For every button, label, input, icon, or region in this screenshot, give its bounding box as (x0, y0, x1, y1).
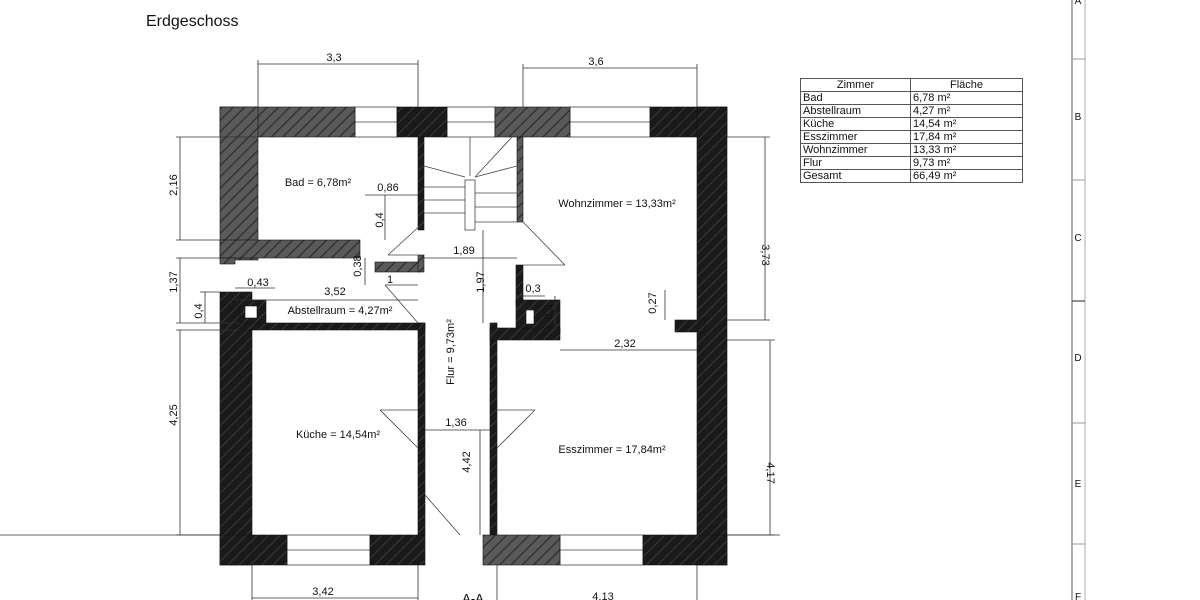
dim-label: 4,42 (461, 451, 473, 472)
room-name-cell: Esszimmer (800, 130, 911, 144)
room-name-cell: Flur (800, 156, 911, 170)
dimension-labels: 3,3 3,6 2,16 1,37 0,4 4,25 3,73 4,17 0,8… (168, 52, 776, 600)
room-name-cell: Bad (800, 91, 911, 105)
column-header: Fläche (910, 78, 1023, 92)
area-cell: 9,73 m² (910, 156, 1023, 170)
dim-label: 4,13 (592, 591, 613, 600)
dim-label: 3,3 (326, 52, 341, 64)
dim-label: 0,43 (247, 277, 268, 289)
dim-label: 1 (387, 274, 393, 286)
dim-label: 2,16 (168, 174, 180, 195)
windows (286, 106, 651, 566)
dim-label: 4,25 (168, 404, 180, 425)
room-name-cell: Küche (800, 117, 911, 131)
grid-label: E (1075, 479, 1082, 490)
dim-label: 0,86 (377, 182, 398, 194)
area-cell: 13,33 m² (910, 143, 1023, 157)
room-name-cell: Abstellraum (800, 104, 911, 118)
dim-label: 3,42 (312, 586, 333, 598)
area-cell: 66,49 m² (910, 169, 1023, 183)
room-label-flur: Flur = 9,73m² (445, 319, 457, 385)
table-header-row: Zimmer Fläche (800, 78, 1023, 92)
dim-label: 1,89 (453, 245, 474, 257)
room-label-bad: Bad = 6,78m² (285, 177, 352, 189)
dim-label: 3,52 (324, 286, 345, 298)
column-header: Zimmer (800, 78, 911, 92)
dim-label: 0,4 (193, 303, 205, 318)
walls (219, 106, 728, 566)
grid-label: B (1075, 112, 1082, 123)
room-label-abstellraum: Abstellraum = 4,27m² (288, 305, 393, 317)
dim-label: 0,4 (374, 212, 386, 227)
dim-label: 0,38 (352, 255, 364, 276)
dim-label: 0,27 (647, 292, 659, 313)
room-label-wohnzimmer: Wohnzimmer = 13,33m² (558, 198, 676, 210)
room-label-kueche: Küche = 14,54m² (296, 429, 380, 441)
area-cell: 4,27 m² (910, 104, 1023, 118)
page-title: Erdgeschoss (146, 13, 239, 30)
staircase (379, 136, 566, 536)
dim-label: 1,36 (445, 417, 466, 429)
area-cell: 6,78 m² (910, 91, 1023, 105)
area-cell: 14,54 m² (910, 117, 1023, 131)
room-labels: Bad = 6,78m² Abstellraum = 4,27m² Küche … (285, 177, 676, 456)
dim-label: 0,3 (543, 304, 555, 319)
grid-label: A (1075, 0, 1082, 7)
dim-label: 0,3 (525, 283, 540, 295)
dim-label: 1,97 (475, 271, 487, 292)
dim-label: 3,73 (759, 244, 771, 265)
room-name-cell: Wohnzimmer (800, 143, 911, 157)
area-cell: 17,84 m² (910, 130, 1023, 144)
grid-label: F (1075, 592, 1081, 600)
section-label: A-A (462, 591, 484, 600)
drawing-frame: A B C D E F (1071, 0, 1086, 600)
room-label-esszimmer: Esszimmer = 17,84m² (558, 444, 666, 456)
dim-label: 1,37 (168, 271, 180, 292)
grid-label: C (1074, 233, 1081, 244)
dim-label: 3,6 (588, 56, 603, 68)
room-name-cell: Gesamt (800, 169, 911, 183)
grid-label: D (1074, 353, 1081, 364)
dim-label: 4,17 (764, 462, 776, 483)
dimension-lines (0, 60, 780, 600)
dim-label: 2,32 (614, 338, 635, 350)
